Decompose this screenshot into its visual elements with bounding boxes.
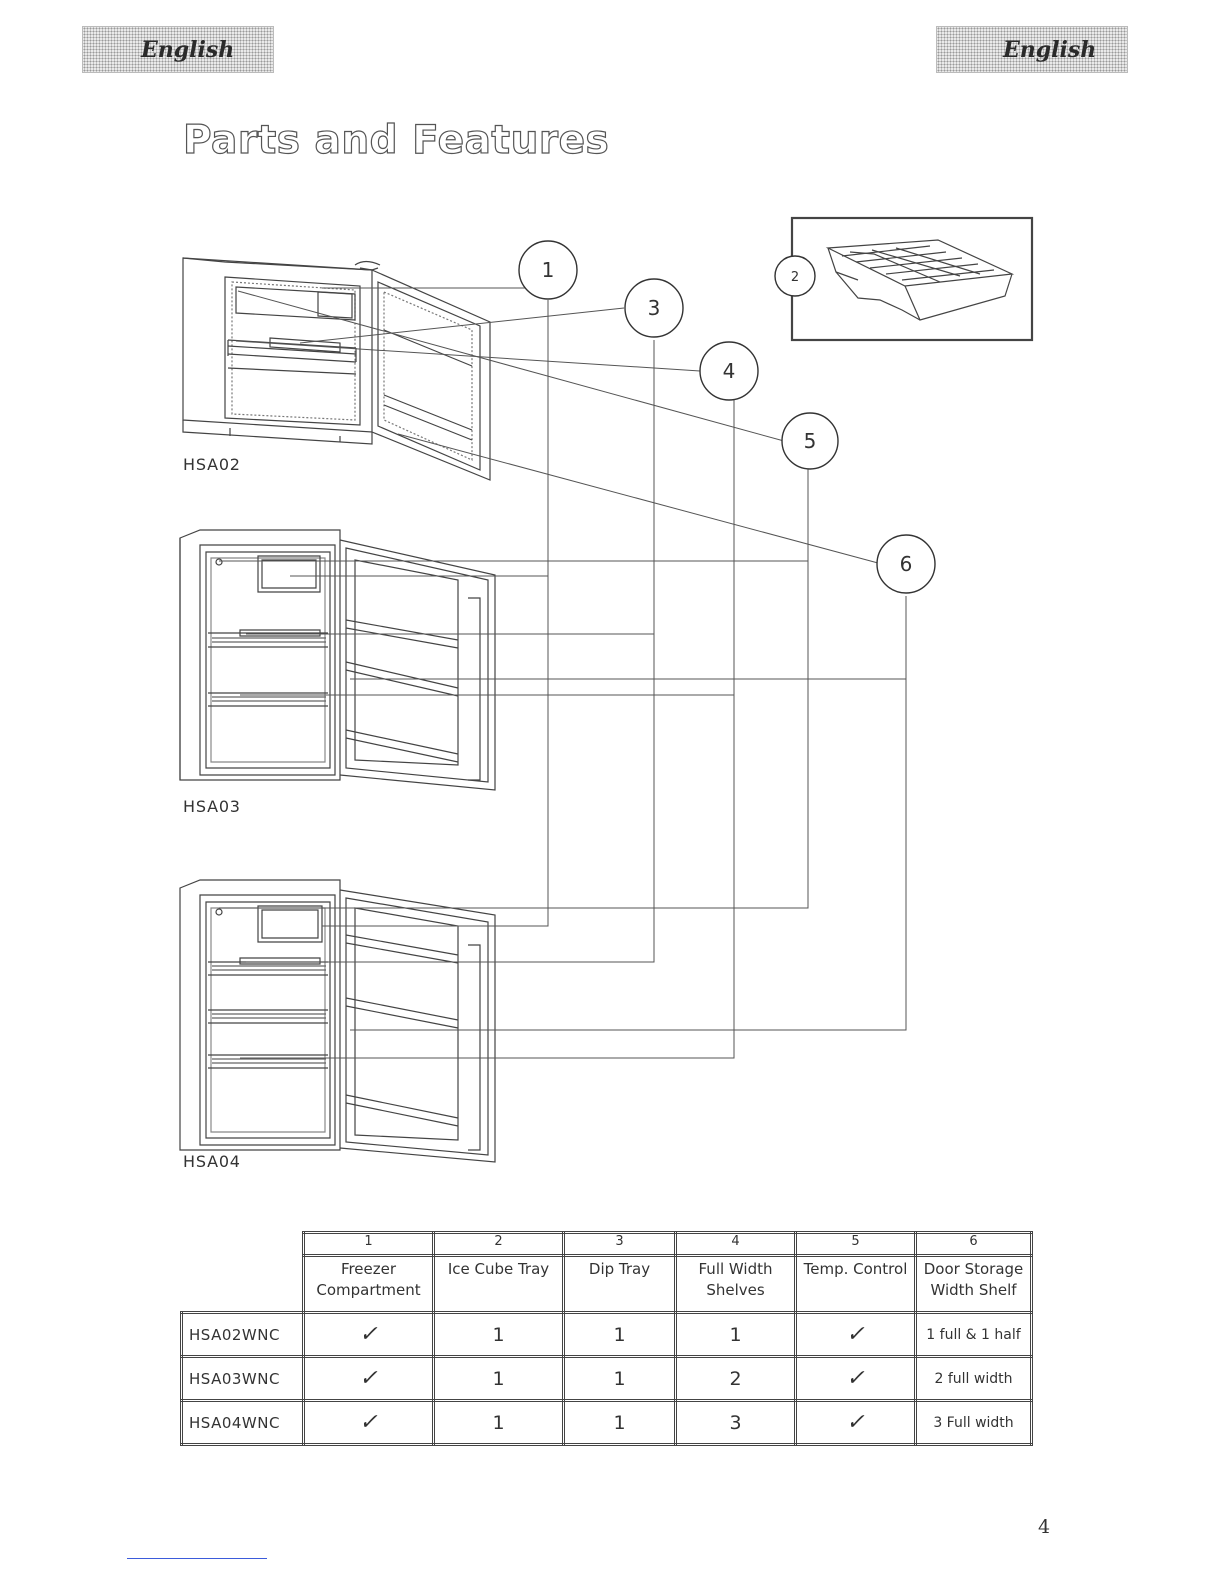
column-number: 5 [796, 1233, 916, 1256]
table-number-row: 1 2 3 4 5 6 [182, 1233, 1032, 1256]
model-label-hsa04: HSA04 [183, 1152, 241, 1171]
features-table: 1 2 3 4 5 6 Freezer Compartment Ice Cube… [180, 1231, 1033, 1446]
table-cell: 2 [676, 1357, 796, 1401]
callout-number-2: 2 [791, 270, 799, 285]
table-row: HSA03WNC ✓ 1 1 2 ✓ 2 full width [182, 1357, 1032, 1401]
table-cell: 1 full & 1 half [916, 1313, 1032, 1357]
model-cell: HSA02WNC [182, 1313, 304, 1357]
check-icon: ✓ [304, 1313, 434, 1357]
table-cell: 1 [676, 1313, 796, 1357]
table-cell: 1 [564, 1313, 676, 1357]
table-header-row: Freezer Compartment Ice Cube Tray Dip Tr… [182, 1256, 1032, 1313]
table-cell: 1 [434, 1357, 564, 1401]
table-cell: 1 [564, 1401, 676, 1445]
check-icon: ✓ [304, 1401, 434, 1445]
column-number: 1 [304, 1233, 434, 1256]
table-cell: 1 [564, 1357, 676, 1401]
column-header: Door Storage Width Shelf [916, 1256, 1032, 1313]
check-icon: ✓ [796, 1357, 916, 1401]
footer-link-rule [127, 1558, 267, 1559]
fridge-illustration-hsa03 [180, 530, 495, 790]
table-corner [182, 1233, 304, 1313]
model-cell: HSA03WNC [182, 1357, 304, 1401]
table-cell: 1 [434, 1401, 564, 1445]
callout-number-4: 4 [723, 359, 736, 383]
callout-number-6: 6 [900, 552, 913, 576]
check-icon: ✓ [304, 1357, 434, 1401]
model-label-hsa02: HSA02 [183, 455, 241, 474]
column-header: Full Width Shelves [676, 1256, 796, 1313]
callout-number-1: 1 [542, 258, 555, 282]
column-number: 6 [916, 1233, 1032, 1256]
callout-number-3: 3 [648, 296, 661, 320]
ice-cube-tray-inset [792, 218, 1032, 340]
parts-diagram: 1 2 3 4 5 6 HSA02 HSA03 HSA04 [0, 0, 1224, 1200]
column-header: Temp. Control [796, 1256, 916, 1313]
fridge-illustration-hsa04 [180, 880, 495, 1162]
table-cell: 1 [434, 1313, 564, 1357]
callout-number-5: 5 [804, 429, 817, 453]
page-number: 4 [1038, 1516, 1050, 1538]
table-cell: 2 full width [916, 1357, 1032, 1401]
model-label-hsa03: HSA03 [183, 797, 241, 816]
table-cell: 3 Full width [916, 1401, 1032, 1445]
check-icon: ✓ [796, 1313, 916, 1357]
column-header: Freezer Compartment [304, 1256, 434, 1313]
column-number: 4 [676, 1233, 796, 1256]
column-header: Ice Cube Tray [434, 1256, 564, 1313]
table-row: HSA04WNC ✓ 1 1 3 ✓ 3 Full width [182, 1401, 1032, 1445]
column-number: 2 [434, 1233, 564, 1256]
table-row: HSA02WNC ✓ 1 1 1 ✓ 1 full & 1 half [182, 1313, 1032, 1357]
model-cell: HSA04WNC [182, 1401, 304, 1445]
table-cell: 3 [676, 1401, 796, 1445]
column-header: Dip Tray [564, 1256, 676, 1313]
check-icon: ✓ [796, 1401, 916, 1445]
column-number: 3 [564, 1233, 676, 1256]
